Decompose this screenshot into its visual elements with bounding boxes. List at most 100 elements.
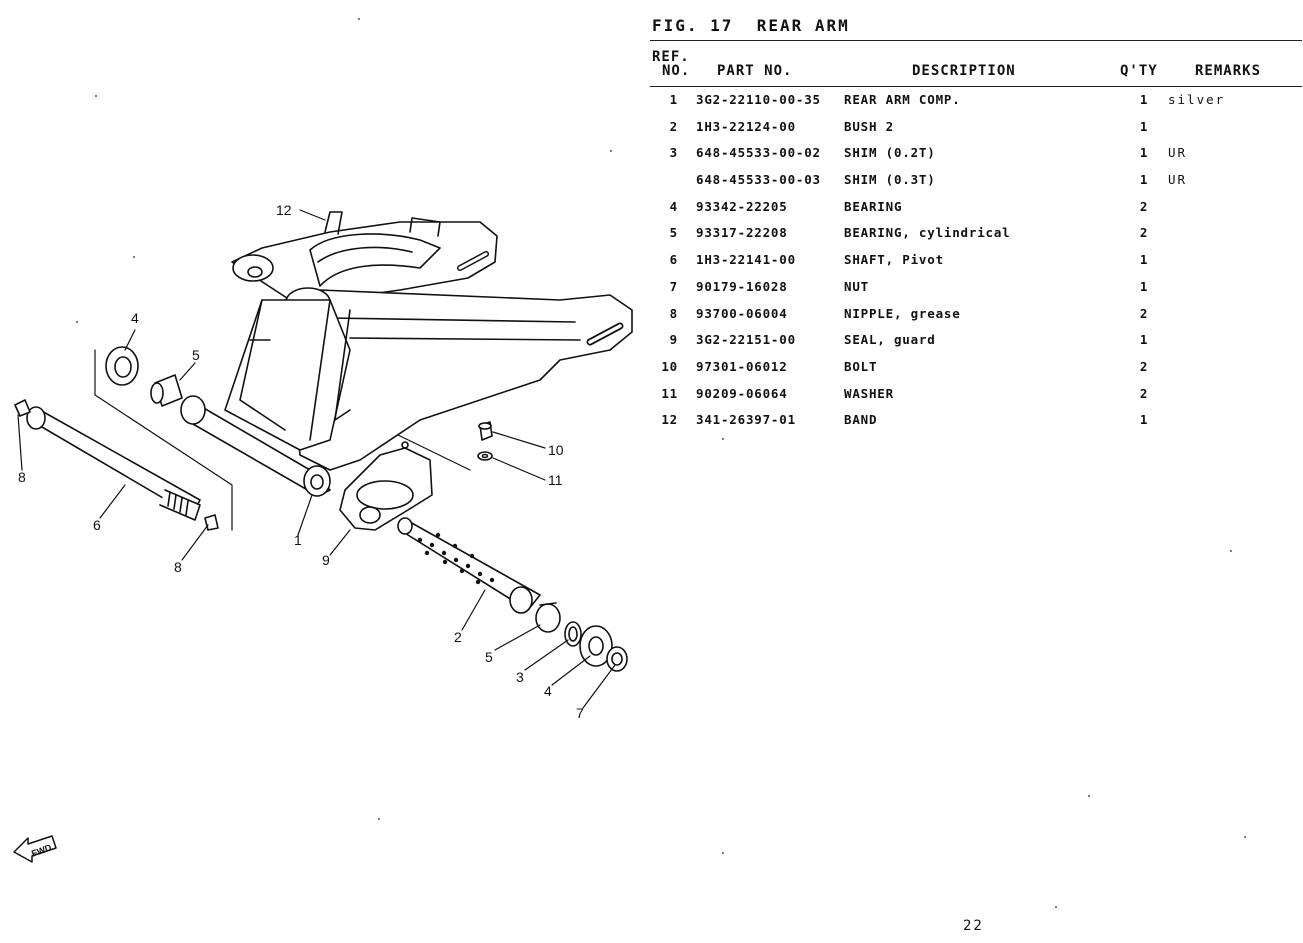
callout-5: 5	[192, 347, 200, 363]
description: REAR ARM COMP.	[844, 92, 961, 107]
header-ref: REF.	[652, 49, 690, 65]
ref-number: 11	[661, 385, 678, 401]
remarks: silver	[1168, 92, 1226, 107]
quantity: 1	[1139, 92, 1149, 107]
ref-number: 6	[669, 252, 678, 268]
callout-8: 8	[18, 469, 26, 485]
right-side-parts	[535, 602, 628, 672]
ref-number: 3	[669, 145, 678, 161]
quantity: 1	[1139, 145, 1149, 161]
guide-lines	[94, 349, 471, 531]
quantity: 2	[1139, 198, 1149, 214]
scan-speck	[722, 852, 724, 854]
header-part-no: PART NO.	[717, 63, 793, 79]
part-number: 93342-22205	[696, 198, 788, 214]
callout-6: 6	[93, 517, 101, 533]
header-remarks: REMARKS	[1195, 63, 1262, 79]
quantity: 2	[1139, 358, 1149, 374]
description: BOLT	[844, 358, 878, 374]
callout-leaders	[17, 209, 616, 709]
part-number: 3G2-22151-00	[696, 332, 796, 348]
parts-table-body: 1 3G2-22110-00-35 REAR ARM COMP. 1 silver 2 1H…	[650, 88, 1302, 435]
quantity: 1	[1139, 278, 1149, 294]
ref-number: 7	[669, 278, 678, 294]
scan-speck	[378, 818, 380, 820]
scan-speck	[722, 438, 724, 440]
bolt-and-washer	[477, 421, 493, 461]
quantity: 1	[1139, 118, 1149, 134]
quantity: 2	[1139, 385, 1149, 401]
scan-speck	[1244, 836, 1246, 838]
ref-number: 10	[661, 358, 678, 374]
part-number: 93700-06004	[696, 305, 788, 321]
ref-number: 1	[669, 92, 678, 107]
callout-5b: 5	[485, 649, 493, 665]
table-row: 4 93342-22205 BEARING 2	[650, 195, 1302, 222]
swingarm-frame	[180, 211, 633, 497]
callout-12: 12	[276, 202, 292, 218]
table-row: 7 90179-16028 NUT 1	[650, 275, 1302, 302]
table-row: 1 3G2-22110-00-35 REAR ARM COMP. 1 silver	[650, 88, 1302, 115]
ref-number: 4	[669, 198, 678, 214]
part-number: 97301-06012	[696, 358, 788, 374]
ref-number: 8	[669, 305, 678, 321]
callout-4: 4	[131, 310, 139, 326]
description: BAND	[844, 412, 878, 428]
part-number: 1H3-22141-00	[696, 252, 796, 268]
rear-arm-exploded-diagram: 12 4 5 8 6 8 1 9 10 11 2 5 3 4 7 FWD	[13, 202, 633, 863]
scan-speck	[76, 321, 78, 323]
part-number: 1H3-22124-00	[696, 118, 796, 134]
scan-speck	[358, 18, 360, 20]
table-row: 10 97301-06012 BOLT 2	[650, 355, 1302, 382]
description: NUT	[844, 278, 869, 294]
ref-number: 12	[661, 412, 678, 428]
scan-speck	[1088, 795, 1090, 797]
header-rule	[650, 86, 1302, 87]
callout-9: 9	[322, 552, 330, 568]
page-number: 22	[963, 918, 984, 934]
quantity: 1	[1139, 172, 1149, 188]
part-number: 648-45533-00-03	[696, 172, 821, 188]
quantity: 1	[1139, 252, 1149, 268]
scan-speck	[1055, 906, 1057, 908]
left-side-parts	[14, 346, 219, 531]
table-row: 8 93700-06004 NIPPLE, grease 2	[650, 302, 1302, 329]
description: BEARING	[844, 198, 903, 214]
ref-number: 5	[669, 225, 678, 241]
part-number: 341-26397-01	[696, 412, 796, 428]
seal-guard	[339, 441, 433, 531]
scan-speck	[95, 95, 97, 97]
title-rule	[650, 40, 1302, 41]
description: WASHER	[844, 385, 894, 401]
table-row: 12 341-26397-01 BAND 1	[650, 408, 1302, 435]
description: NIPPLE, grease	[844, 305, 961, 321]
part-number: 90179-16028	[696, 278, 788, 294]
scan-speck	[610, 150, 612, 152]
header-qty: Q'TY	[1120, 63, 1158, 79]
callout-8b: 8	[174, 559, 182, 575]
ref-number: 9	[669, 332, 678, 348]
part-number: 648-45533-00-02	[696, 145, 821, 161]
bush-2	[397, 517, 541, 614]
figure-title: FIG. 17 REAR ARM	[652, 16, 850, 35]
callout-4b: 4	[544, 683, 552, 699]
part-number: 3G2-22110-00-35	[696, 92, 821, 107]
remarks: UR	[1168, 145, 1188, 161]
header-description: DESCRIPTION	[912, 63, 1016, 79]
callout-11: 11	[548, 472, 563, 488]
table-row: 648-45533-00-03 SHIM (0.3T) 1 UR	[650, 168, 1302, 195]
remarks: UR	[1168, 172, 1188, 188]
ref-number: 2	[669, 118, 678, 134]
quantity: 1	[1139, 412, 1149, 428]
scan-speck	[133, 256, 135, 258]
quantity: 2	[1139, 305, 1149, 321]
header-no: NO.	[662, 63, 691, 79]
description: SHIM (0.3T)	[844, 172, 936, 188]
callout-7: 7	[576, 705, 584, 721]
